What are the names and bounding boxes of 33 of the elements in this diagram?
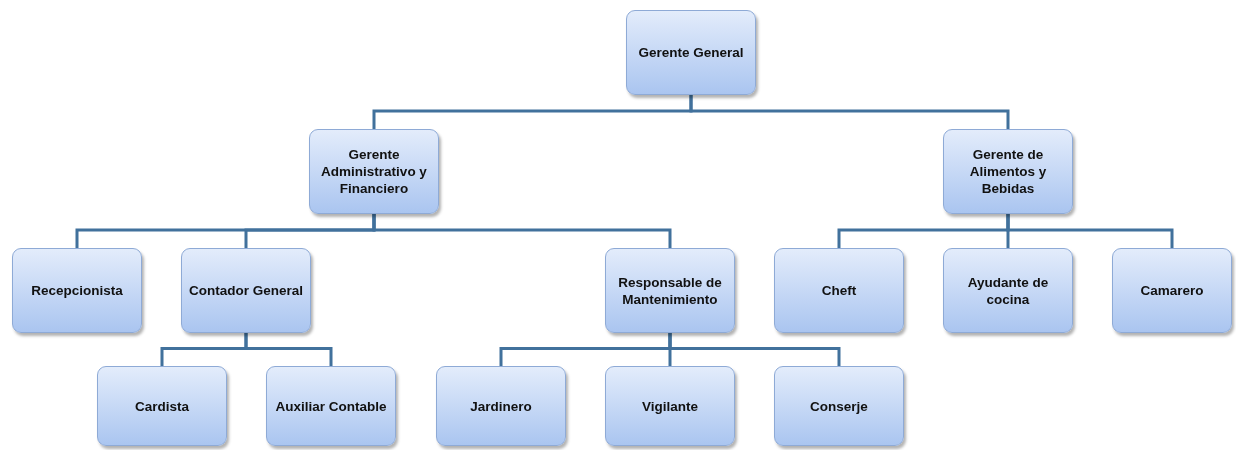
position-title: Gerente Administrativo y Financiero (320, 146, 428, 197)
position-box (774, 248, 904, 333)
position-box (943, 248, 1073, 333)
position-box (605, 366, 735, 446)
position-box (1112, 248, 1232, 333)
position-title: Contador General (188, 282, 304, 299)
position-title: Cardista (134, 397, 190, 415)
position-box (605, 248, 735, 333)
position-title: Gerente de Alimentos y Bebidas (968, 146, 1048, 197)
position-box (626, 10, 756, 95)
position-title: Camarero (1139, 282, 1205, 299)
position-box (12, 248, 142, 333)
position-box (309, 129, 439, 214)
connector-line (372, 214, 672, 248)
position-title: Recepcionista (30, 282, 124, 299)
connector-line (1006, 214, 1174, 248)
connector-line (244, 333, 333, 366)
position-title: Ayudante de cocina (966, 273, 1050, 308)
position-box (943, 129, 1073, 214)
position-title: Gerente General (637, 44, 745, 61)
position-box (97, 366, 227, 446)
position-box (266, 366, 396, 446)
position-title: Auxiliar Contable (274, 397, 388, 415)
position-box (181, 248, 311, 333)
position-title: Conserje (809, 397, 869, 415)
position-title: Vigilante (641, 397, 699, 415)
connector-line (689, 95, 1010, 129)
position-box (436, 366, 566, 446)
position-title: Jardinero (469, 397, 533, 415)
position-box (774, 366, 904, 446)
position-title: Responsable de Mantenimiento (617, 273, 723, 308)
position-title: Cheft (820, 282, 858, 299)
connector-line (668, 333, 841, 366)
